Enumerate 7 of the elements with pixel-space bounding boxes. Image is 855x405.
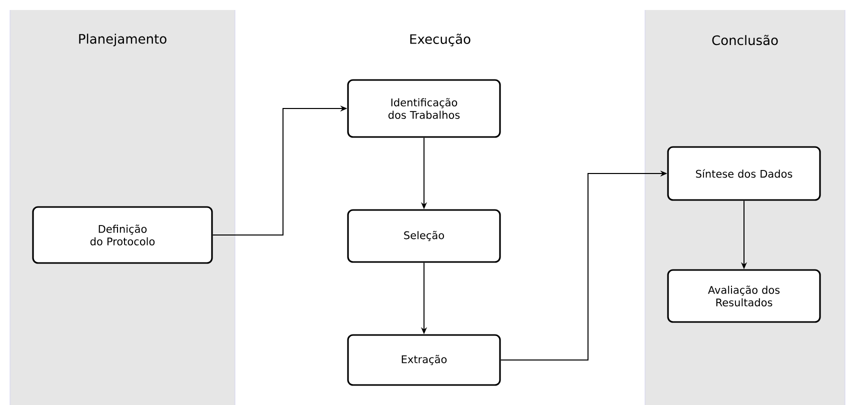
process-box: Síntese dos Dados (667, 146, 821, 201)
process-box: Extração (347, 334, 501, 386)
process-box: Avaliação dos Resultados (667, 269, 821, 323)
process-box: Identificação dos Trabalhos (347, 79, 501, 138)
column-heading: Execução (410, 34, 470, 46)
process-box: Definição do Protocolo (32, 206, 213, 264)
process-box: Seleção (347, 209, 501, 263)
